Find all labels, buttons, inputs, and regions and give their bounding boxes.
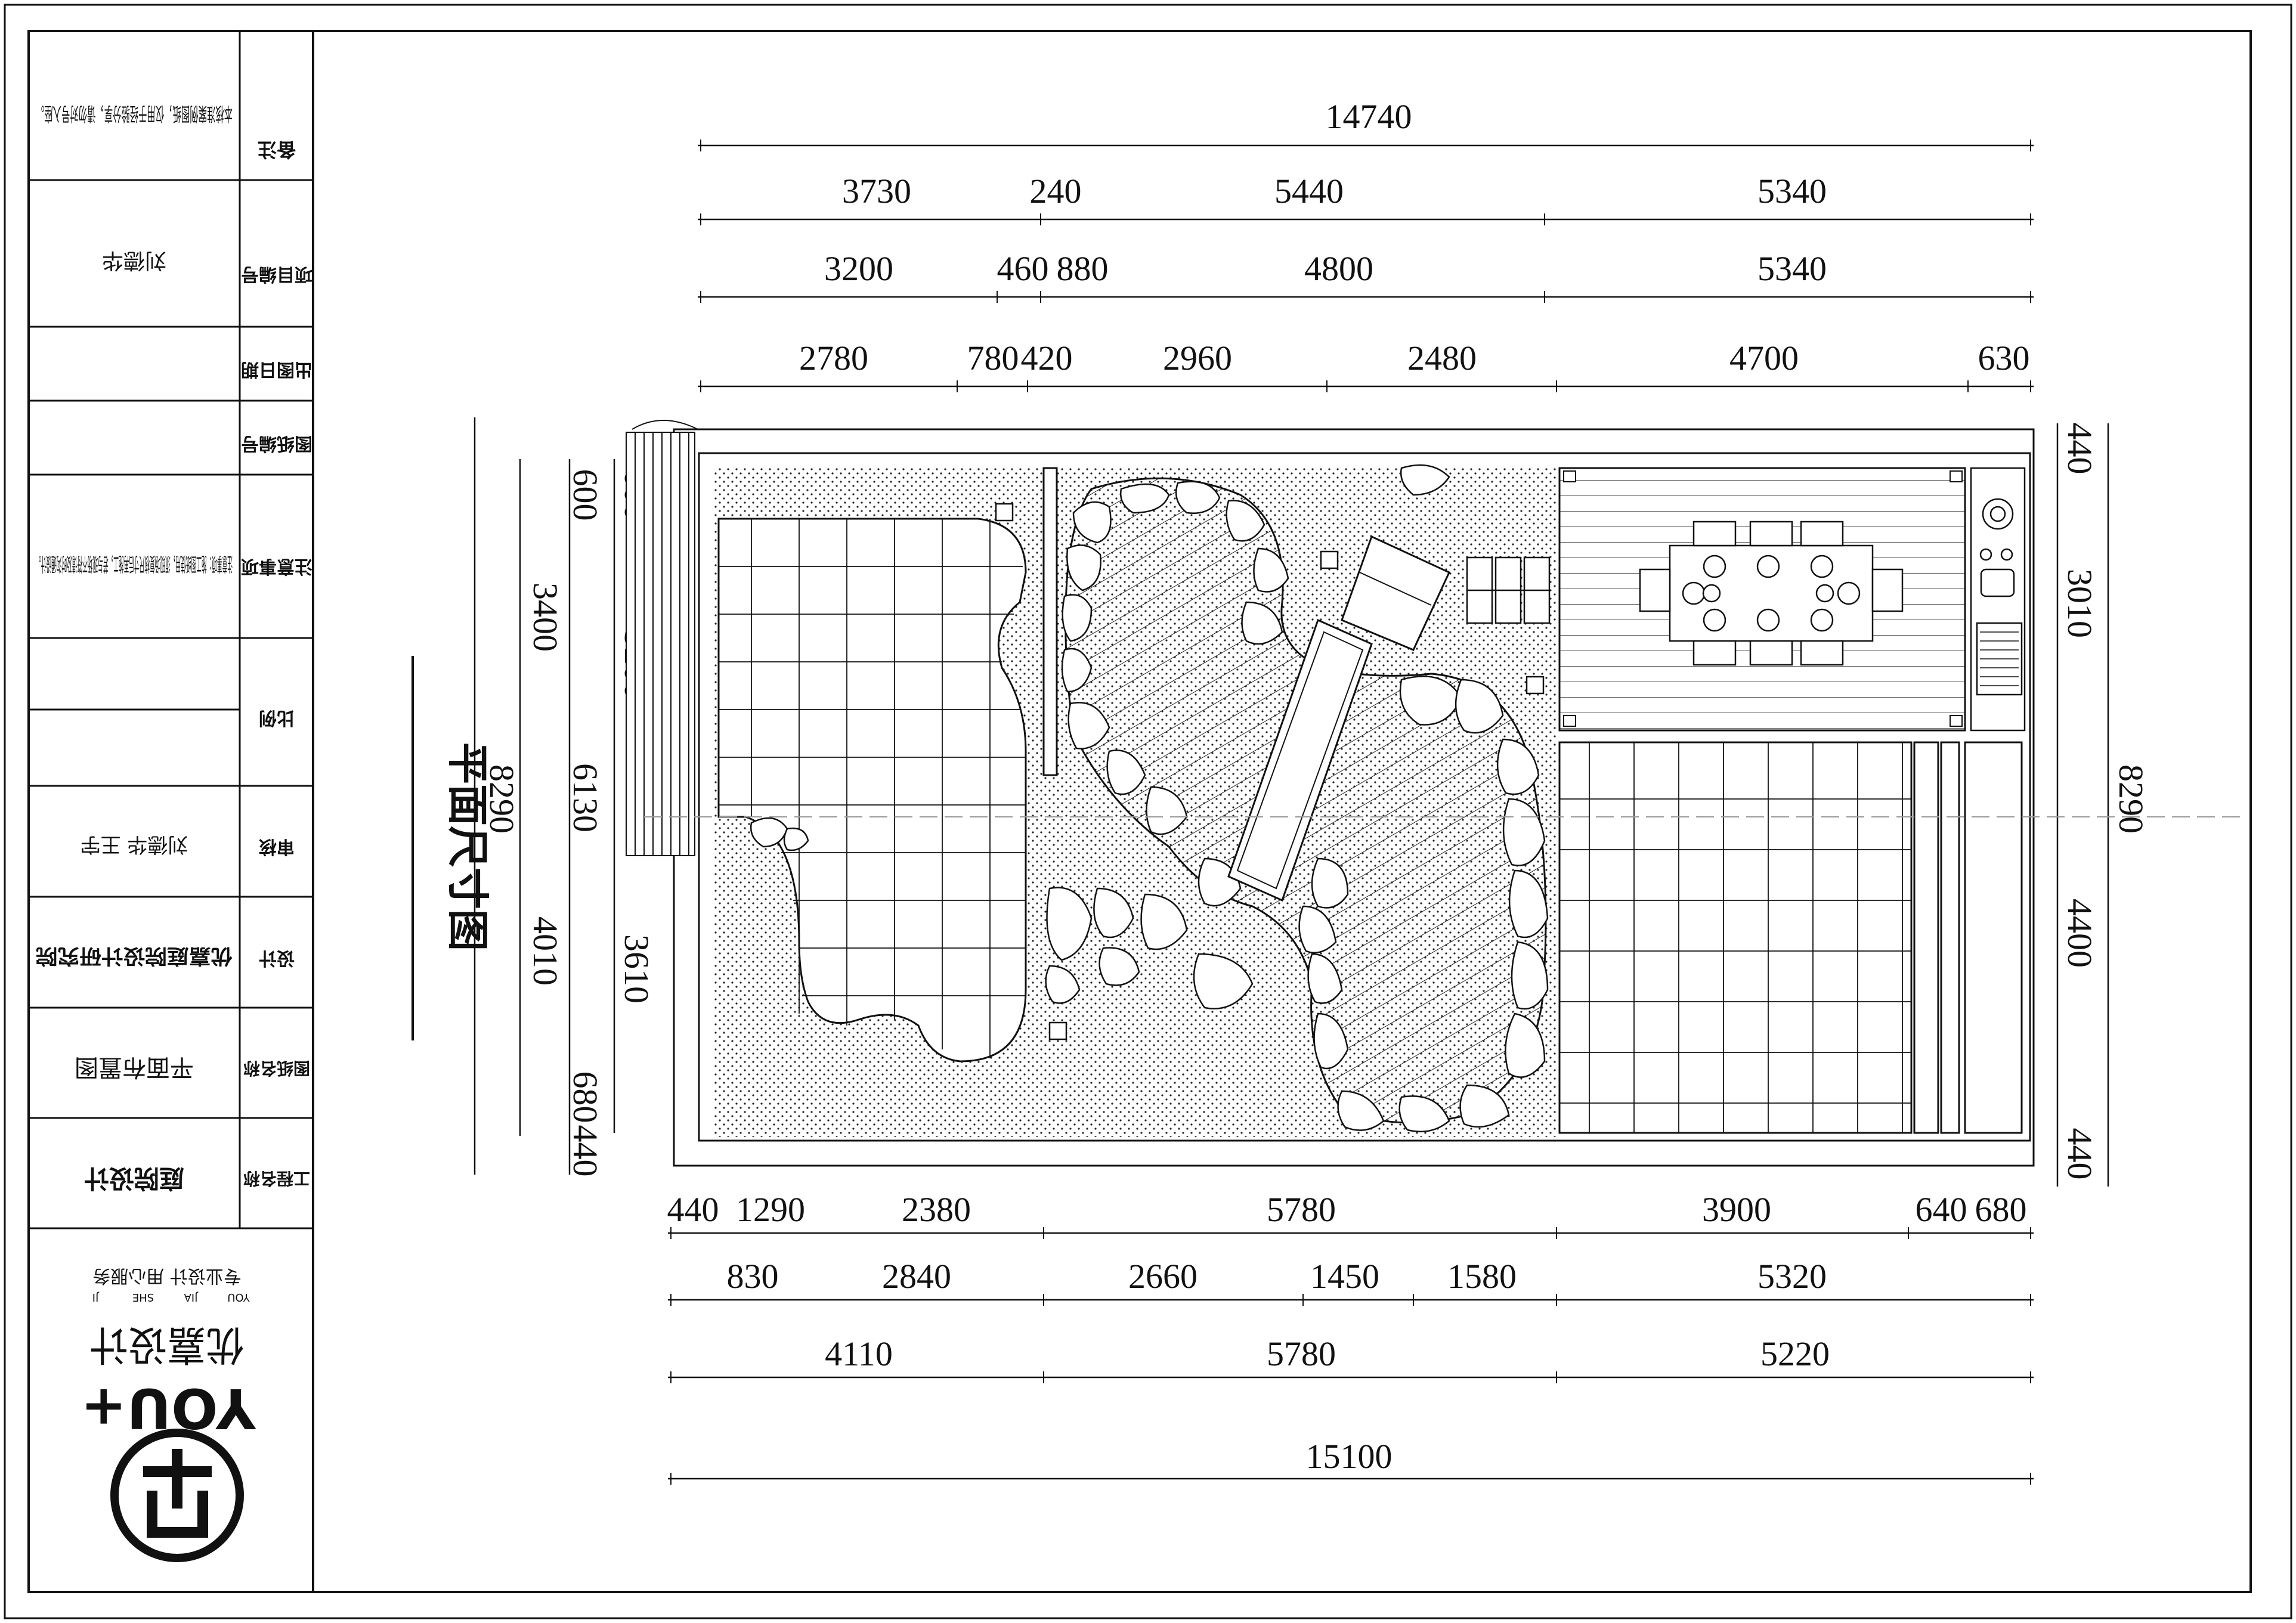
dim-top-r2: 5340	[1757, 249, 1827, 288]
dim-left-c2: 440	[566, 1125, 605, 1177]
dim-left-c3: 3610	[617, 934, 656, 1003]
dimension-lines	[474, 144, 2109, 1480]
left-pergola	[626, 420, 698, 856]
remarks-text: 本核准案例图纸，仅用于经验分享，请勿对号入座。	[36, 103, 233, 125]
dim-right-c: 4400	[2060, 899, 2099, 968]
dim-bottom-r1: 1290	[736, 1190, 805, 1229]
dining-table	[1639, 521, 1904, 666]
dim-top-r3: 630	[1978, 339, 2030, 377]
dim-left-c1: 3400	[526, 583, 565, 652]
project-name-value: 庭院设计	[84, 1164, 184, 1193]
review-value: 刘德华 王宇	[81, 832, 188, 856]
dimension-ticks	[670, 140, 2031, 1485]
dim-top-r2: 4800	[1304, 249, 1373, 288]
dim-top-r1: 3730	[842, 172, 911, 210]
top-dimension-labels: 14740 3730 240 5440 5340 3200 460 880 48…	[799, 97, 2030, 377]
timber-bridge	[1227, 535, 1450, 902]
company-name: 优嘉设计	[89, 1321, 245, 1368]
bottom-dimension-labels: 440 1290 2380 5780 3900 640 680 830 2840…	[667, 1190, 2027, 1476]
svg-text:JIA: JIA	[184, 1291, 199, 1303]
dim-bottom-r1: 3900	[1702, 1190, 1771, 1229]
drawing-name-value: 平面布置图	[75, 1054, 194, 1081]
dim-bottom-r1: 2380	[902, 1190, 971, 1229]
dim-bottom-r2: 830	[727, 1257, 779, 1296]
stepping-blocks	[1466, 556, 1551, 624]
design-value: 优嘉庭院设计研究院	[36, 944, 233, 968]
dim-bottom-r2: 1450	[1310, 1257, 1379, 1296]
dim-bottom-r2: 1580	[1447, 1257, 1517, 1296]
divider-wall	[1042, 467, 1058, 776]
project-no-label: 项目编号	[241, 264, 312, 284]
remarks-label: 备注	[258, 138, 296, 161]
drawing-title-text: 平面尺寸图	[443, 742, 492, 951]
dim-left-c1: 4010	[526, 916, 565, 986]
dim-left-c2: 600	[566, 469, 605, 521]
right-dimension-labels: 440 3010 4400 440 8290	[2060, 423, 2150, 1180]
dim-bottom-r3: 5220	[1760, 1334, 1830, 1373]
dim-top-r1: 5340	[1757, 172, 1827, 210]
notes-label: 注意事项	[241, 556, 312, 577]
dim-bottom-r3: 5780	[1267, 1334, 1336, 1373]
inner-frame	[27, 30, 2252, 1593]
dim-top-r3: 2480	[1407, 339, 1477, 377]
dim-bottom-total: 15100	[1306, 1437, 1393, 1476]
title-block: 备注 项目编号 出图日期 图纸编号 注意事项 比例 审核 设计 图纸名称 工程名…	[29, 31, 314, 1592]
dim-right-c: 440	[2060, 423, 2099, 475]
dim-bottom-r1: 680	[1975, 1190, 2027, 1229]
dim-bottom-r1: 440	[667, 1190, 719, 1229]
outer-frame	[4, 4, 2292, 1619]
pond-rocks	[750, 464, 1549, 1133]
dim-bottom-r1: 5780	[1267, 1190, 1336, 1229]
garden-plan	[626, 420, 2035, 1167]
company-pinyin: YOU JIA SHE JI	[92, 1291, 250, 1303]
dim-top-r2: 460	[997, 249, 1049, 288]
sheet-no-label: 图纸编号	[241, 433, 312, 454]
project-name-label: 工程名称	[243, 1169, 310, 1188]
svg-text:JI: JI	[92, 1291, 100, 1303]
dim-top-r3: 2780	[799, 339, 868, 377]
dim-right-c: 3010	[2060, 569, 2099, 638]
left-paving-grid	[719, 519, 1026, 1058]
dim-top-r1: 5440	[1274, 172, 1344, 210]
garden-lamps	[995, 503, 1545, 1040]
dim-top-total: 14740	[1326, 97, 1412, 136]
dim-bottom-r2: 2840	[882, 1257, 951, 1296]
dim-bottom-r3: 4110	[825, 1334, 893, 1373]
dim-right-c: 440	[2060, 1128, 2099, 1180]
svg-text:SHE: SHE	[132, 1291, 154, 1303]
dim-right-total: 8290	[2112, 764, 2150, 834]
dim-left-c2: 6130	[566, 763, 605, 832]
drawing-title: 平面尺寸图	[411, 656, 492, 1040]
dim-bottom-r2: 5320	[1757, 1257, 1827, 1296]
dim-bottom-r2: 2660	[1128, 1257, 1197, 1296]
dim-top-r2: 3200	[824, 249, 893, 288]
outdoor-kitchen	[1970, 467, 2026, 732]
site-inner-wall	[698, 452, 2031, 1142]
dim-top-r3: 2960	[1163, 339, 1232, 377]
notes-text: 注意事项：施工图纸使用，须现场复核尺寸后再施工，若与现场不符请及时沟通设计。	[36, 553, 233, 575]
dim-top-r1: 240	[1030, 172, 1082, 210]
dim-top-r3: 780	[967, 339, 1019, 377]
svg-text:YOU: YOU	[227, 1291, 250, 1303]
dim-top-r2: 880	[1057, 249, 1109, 288]
date-label: 出图日期	[241, 359, 312, 380]
design-label: 设计	[259, 947, 295, 968]
drawing-name-label: 图纸名称	[243, 1058, 310, 1078]
dim-left-c2: 680	[566, 1071, 605, 1123]
dim-top-r3: 4700	[1729, 339, 1799, 377]
project-no-value: 刘德华	[102, 248, 166, 272]
company-slogan: 专业设计 用心服务	[92, 1265, 242, 1286]
review-label: 审核	[259, 836, 295, 857]
scale-label: 比例	[259, 707, 295, 728]
dim-top-r3: 420	[1021, 339, 1073, 377]
dim-bottom-r1: 640	[1916, 1190, 1967, 1229]
right-paving-slab	[1558, 741, 2023, 1134]
dim-left-total: 8290	[482, 764, 521, 834]
company-logo-icon	[110, 1429, 244, 1562]
